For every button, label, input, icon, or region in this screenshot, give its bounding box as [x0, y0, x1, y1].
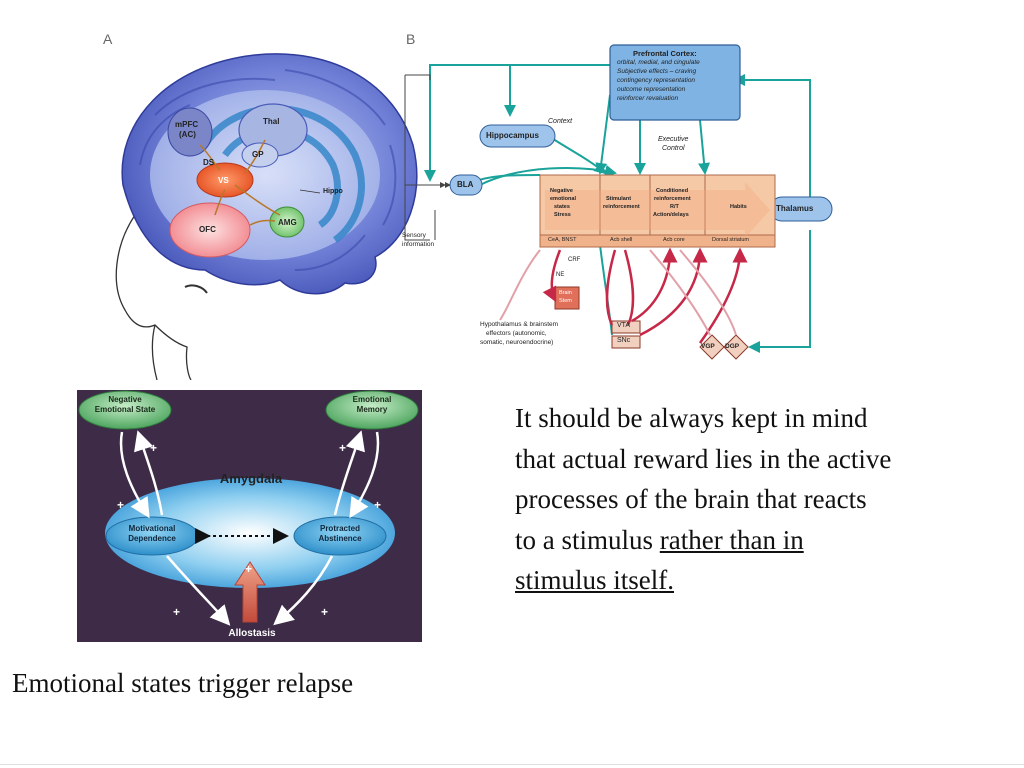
box3-line-2: reinforcement [654, 196, 691, 202]
box2-sub: Acb shell [610, 237, 633, 243]
emotional-memory-oval [325, 390, 419, 430]
vs-label: VS [218, 176, 229, 185]
negative-emotional-state-line-1: Negative [108, 395, 142, 404]
gp-label: GP [252, 150, 264, 159]
pfc-line-2: Subjective effects – craving [617, 68, 697, 75]
pfc-line-3: contingency representation [617, 77, 696, 84]
hypothalamus-line-1: Hypothalamus & brainstem [480, 321, 559, 328]
face-outline [115, 214, 192, 381]
caption: Emotional states trigger relapse [12, 668, 354, 698]
box2-line-2: reinforcement [603, 204, 640, 210]
negative-emotional-state-oval [78, 390, 172, 430]
note-line-4: to a stimulus rather than in [515, 520, 1005, 561]
sensory-label: Sensory [402, 232, 426, 239]
hypothalamus-line-3: somatic, neuroendocrine) [480, 339, 554, 346]
plus-sign: + [374, 498, 382, 512]
box1-sub: CeA, BNST [548, 237, 577, 243]
ne-label: NE [556, 272, 565, 278]
hippocampus-label: Hippocampus [486, 131, 539, 140]
plus-sign: + [245, 562, 253, 576]
box1-line-3: states [554, 204, 570, 210]
dgp-label: DGP [725, 343, 740, 350]
control-label: Control [662, 145, 685, 152]
amygdala-diagram-svg [77, 390, 422, 642]
context-label: Context [548, 118, 573, 125]
circuit-diagram: B Prefrontal Cortex: orbital, medial, an… [400, 25, 850, 365]
motivational-dependence-line-1: Motivational [128, 524, 176, 533]
protracted-abstinence-line-2: Abstinence [318, 534, 362, 543]
brain-illustration [115, 53, 418, 381]
note-line-2: that actual reward lies in the active [515, 443, 892, 474]
brain-figure: A mPFC (AC) Thal GP DS VS OFC AMG Hippo [95, 25, 425, 381]
protracted-abstinence-line-1: Protracted [319, 524, 360, 533]
pfc-title: Prefrontal Cortex: [633, 49, 697, 58]
snc-label: SNc [617, 337, 631, 344]
hippo-label: Hippo [323, 188, 343, 195]
brainstem-line-2: Stem [559, 298, 572, 304]
hypothalamus-line-2: effectors (autonomic, [486, 330, 547, 337]
panel-b-letter: B [406, 31, 416, 47]
box1-line-2: emotional [550, 196, 576, 202]
emotional-memory-line-1: Emotional [352, 395, 392, 404]
allostasis-label: Allostasis [228, 628, 276, 639]
circuit-diagram-svg [404, 44, 833, 360]
note-line-5: stimulus itself. [515, 560, 1005, 601]
ds-label: DS [203, 158, 215, 167]
note-line-1: It should be always kept in mind [515, 403, 868, 433]
mpfc-label: mPFC [175, 120, 199, 129]
amygdala-label: Amygdala [219, 471, 283, 486]
negative-emotional-state-line-2: Emotional State [94, 405, 156, 414]
pfc-line-1: orbital, medial, and cingulate [617, 59, 700, 66]
plus-sign: + [321, 605, 329, 619]
box2-line-1: Stimulant [606, 196, 632, 202]
thalamus-label: Thalamus [776, 204, 814, 213]
plus-sign: + [339, 441, 347, 455]
vgp-label: VGP [701, 343, 715, 350]
bla-label: BLA [457, 180, 474, 189]
box4-sub: Dorsal striatum [712, 237, 749, 243]
amg-label: AMG [278, 218, 297, 227]
box3-sub: Acb core [663, 237, 685, 243]
box3-line-1: Conditioned [656, 188, 689, 194]
note-paragraph: It should be always kept in mind that ac… [515, 398, 1005, 601]
information-label: information [402, 241, 435, 248]
thal-label: Thal [263, 117, 280, 126]
plus-sign: + [173, 605, 181, 619]
note-line-4-underlined: rather than in [659, 524, 804, 555]
ofc-label: OFC [199, 225, 216, 234]
pfc-line-5: reinforcer revaluation [617, 95, 679, 102]
crf-label: CRF [568, 257, 581, 263]
plus-sign: + [117, 498, 125, 512]
box3-line-4: Action/delays [653, 212, 689, 218]
note-line-3: processes of the brain that reacts [515, 484, 867, 514]
brainstem-line-1: Brain [559, 290, 572, 296]
panel-a-letter: A [103, 31, 113, 47]
vta-label: VTA [617, 322, 631, 329]
bottom-divider [0, 764, 1024, 765]
pfc-line-4: outcome representation [617, 86, 686, 93]
emotional-memory-line-2: Memory [356, 405, 388, 414]
allostasis-up-arrow [234, 561, 266, 623]
box1-line-4: Stress [554, 212, 571, 218]
box3-line-3: R/T [670, 204, 679, 210]
motivational-dependence-line-2: Dependence [128, 534, 176, 543]
protracted-abstinence-node [293, 516, 387, 556]
box4-line-1: Habits [730, 204, 747, 210]
amygdala-diagram: Negative Emotional State Emotional Memor… [77, 390, 422, 642]
note-line-5-underlined: stimulus itself. [515, 565, 675, 595]
executive-label: Executive [658, 136, 689, 143]
note-line-4-plain: to a stimulus [515, 524, 660, 555]
ac-label: (AC) [179, 130, 196, 139]
plus-sign: + [150, 441, 158, 455]
box1-line-1: Negative [550, 188, 573, 194]
